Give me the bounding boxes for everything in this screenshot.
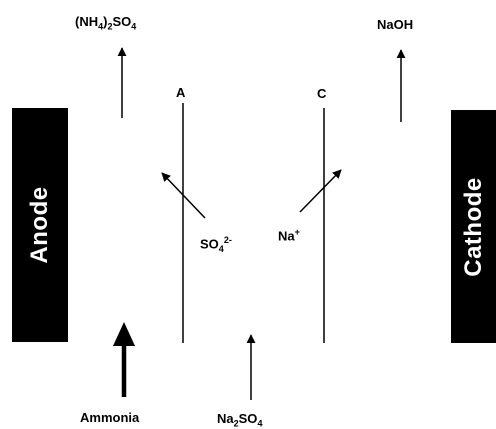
anode-electrode: Anode <box>12 108 68 342</box>
membrane-c-label: C <box>317 86 327 101</box>
sulfate-ion-label: SO42- <box>200 235 232 254</box>
sodium-ion-label: Na+ <box>278 227 300 244</box>
sodium-sulfate-feed-label: Na2SO4 <box>217 411 263 429</box>
membrane-a-label: A <box>176 85 186 100</box>
sodium-migration-arrow <box>299 169 342 213</box>
ammonia-feed-label: Ammonia <box>80 410 140 425</box>
cathode-electrode: Cathode <box>451 110 496 343</box>
product-left-label: (NH4)2SO4 <box>75 14 137 32</box>
product-right-label: NaOH <box>377 17 414 32</box>
sulfate-migration-arrow <box>161 172 206 219</box>
ammonia-feed-arrowhead <box>113 322 135 346</box>
